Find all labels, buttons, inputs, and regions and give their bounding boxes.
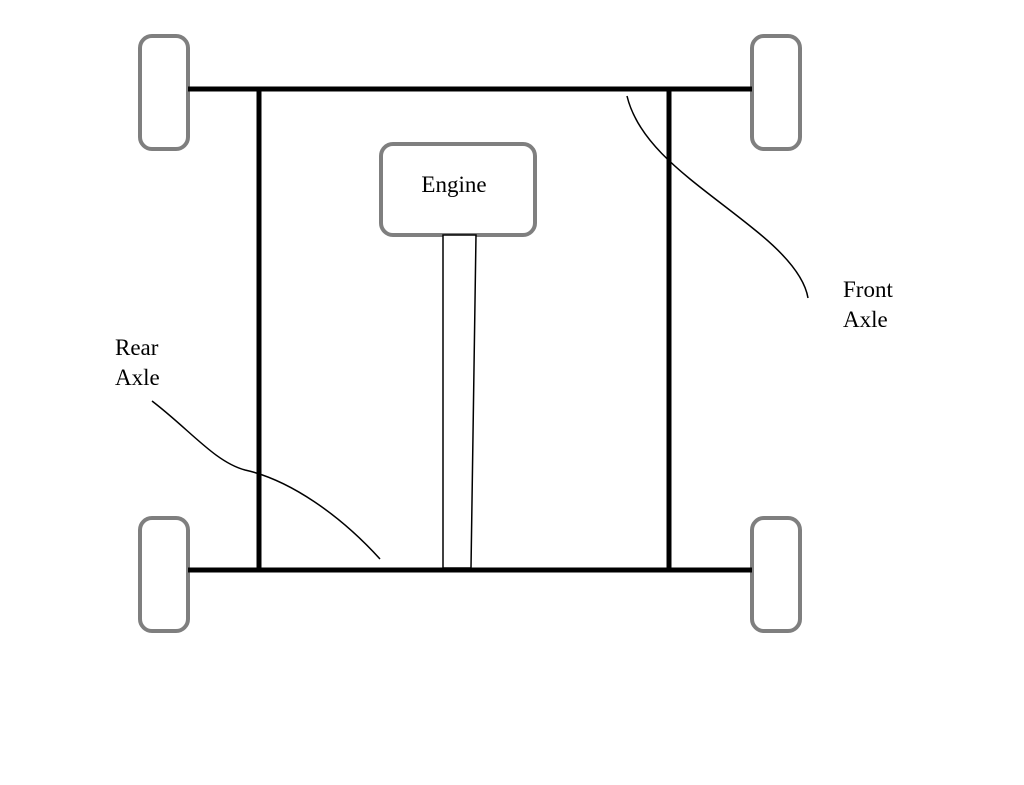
front-axle-label-line2: Axle (843, 307, 888, 332)
drive-shaft (442, 234, 477, 569)
wheel-top-right (750, 34, 802, 151)
wheel-bottom-left (138, 516, 190, 633)
front-axle-label-line1: Front (843, 277, 893, 302)
rear-axle-leader-line (151, 400, 381, 560)
rear-axle-label-line2: Axle (115, 365, 160, 390)
front-axle-leader-line (626, 95, 809, 299)
wheel-top-left (138, 34, 190, 151)
rear-axle-label-line1: Rear (115, 335, 159, 360)
wheel-bottom-right (750, 516, 802, 633)
engine-label: Engine (421, 172, 486, 197)
